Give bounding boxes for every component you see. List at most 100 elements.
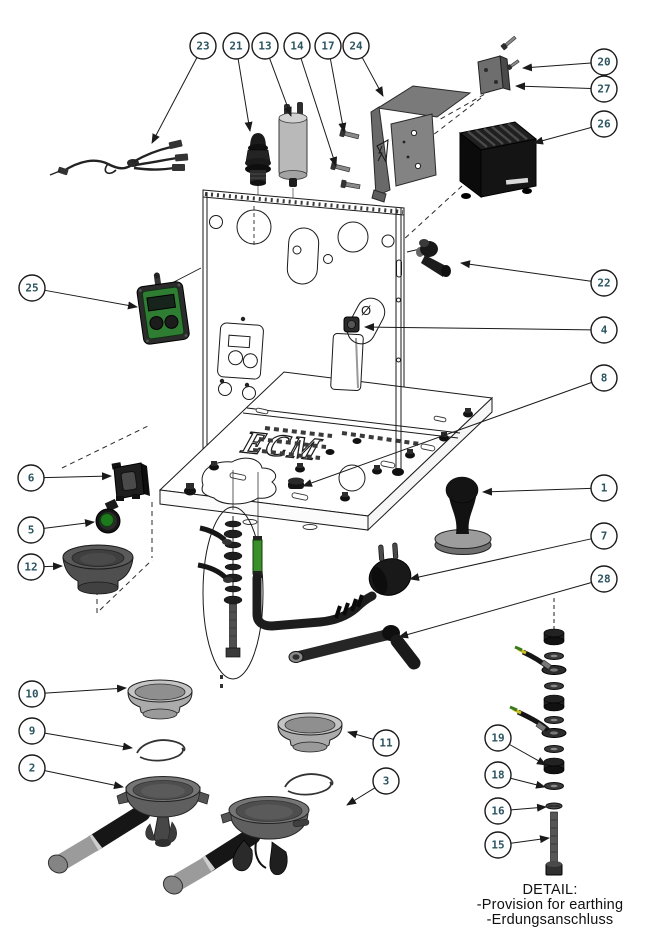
balloon-number-20: 20 [597, 56, 610, 69]
callout-19: 19 [484, 724, 547, 766]
cable-gland [245, 133, 271, 206]
earthing-detail-stack [509, 598, 567, 876]
balloon-number-7: 7 [601, 530, 608, 543]
balloon-circle-9 [18, 717, 46, 745]
power-cord [252, 536, 412, 631]
balloon-number-6: 6 [28, 472, 35, 485]
balloon-circle-7 [590, 522, 618, 550]
leader-line-17 [329, 58, 347, 133]
diameter-symbol: Ø [361, 303, 371, 318]
callout-10: 10 [18, 680, 127, 708]
leader-line-4 [364, 323, 592, 332]
balloon-number-15: 15 [491, 839, 504, 852]
balloon-number-19: 19 [491, 732, 504, 745]
base-grommet [288, 477, 304, 489]
balloon-circle-14 [283, 32, 311, 60]
cover-plate [330, 332, 364, 392]
leader-line-13 [269, 58, 292, 117]
power-switch [111, 462, 150, 501]
callout-3: 3 [346, 767, 400, 806]
callout-9: 9 [18, 717, 133, 751]
balloon-circle-11 [372, 729, 400, 757]
balloon-number-24: 24 [349, 40, 363, 53]
leader-line-9 [44, 732, 133, 751]
leader-line-26 [533, 126, 592, 145]
balloon-number-2: 2 [29, 762, 36, 775]
callout-21: 21 [222, 32, 253, 132]
callout-12: 12 [17, 553, 63, 581]
balloon-number-8: 8 [601, 372, 608, 385]
balloon-number-3: 3 [383, 775, 390, 788]
stack-washers [544, 652, 564, 810]
callout-6: 6 [17, 464, 112, 492]
leader-line-21 [237, 58, 253, 132]
leader-line-23 [151, 57, 198, 144]
blind-plug [343, 316, 360, 333]
stack-nuts [543, 628, 565, 775]
balloon-circle-12 [17, 553, 45, 581]
balloon-circle-28 [590, 565, 618, 593]
balloon-number-14: 14 [290, 40, 304, 53]
terminal-block [477, 35, 520, 95]
mounting-bracket [370, 85, 472, 203]
leader-line-6 [43, 472, 112, 481]
leader-line-22 [460, 260, 592, 282]
leader-line-3 [346, 787, 376, 806]
callout-14: 14 [283, 32, 338, 167]
callout-11: 11 [347, 729, 400, 757]
leader-line-18 [510, 777, 546, 789]
guide-lines-left [61, 424, 153, 614]
control-box [458, 121, 538, 199]
leader-line-15 [510, 835, 550, 844]
balloon-circle-17 [314, 32, 342, 60]
balloon-number-18: 18 [491, 769, 504, 782]
detail-note-line-1: -Provision for earthing [476, 897, 624, 914]
callout-18: 18 [484, 761, 546, 789]
callout-15: 15 [484, 831, 550, 859]
leader-line-20 [522, 62, 592, 72]
tamper [434, 476, 492, 555]
callout-1: 1 [482, 474, 618, 502]
balloon-circle-19 [484, 724, 512, 752]
leader-line-19 [509, 743, 547, 766]
callout-13: 13 [251, 32, 292, 117]
balloon-circle-6 [17, 464, 45, 492]
balloon-circle-20 [590, 48, 618, 76]
balloon-circle-21 [222, 32, 250, 60]
leader-line-16 [510, 803, 547, 812]
balloon-number-11: 11 [379, 737, 393, 750]
callout-22: 22 [460, 260, 618, 297]
vacuum-valve [406, 239, 451, 277]
balloon-circle-16 [484, 797, 512, 825]
leader-line-5 [43, 519, 95, 529]
filter-basket-2 [277, 712, 343, 753]
balloon-number-1: 1 [601, 482, 608, 495]
leader-line-14 [300, 58, 338, 167]
earth-bolt [545, 811, 563, 876]
callout-28: 28 [398, 565, 618, 639]
leader-line-2 [44, 770, 124, 790]
callout-20: 20 [522, 48, 618, 76]
balloon-number-5: 5 [28, 524, 35, 537]
leader-line-24 [361, 57, 384, 97]
balloon-number-4: 4 [601, 324, 608, 337]
capacitor [278, 102, 308, 207]
balloon-number-23: 23 [196, 40, 209, 53]
leader-line-27 [515, 82, 592, 91]
callout-25: 25 [18, 274, 138, 310]
drain-funnel [62, 544, 134, 595]
balloon-number-25: 25 [25, 282, 38, 295]
balloon-circle-27 [590, 75, 618, 103]
balloon-circle-25 [18, 274, 46, 302]
tray-fasteners [184, 408, 473, 502]
controller-unit [136, 272, 190, 345]
mounting-screws [330, 128, 361, 190]
balloon-number-10: 10 [25, 688, 38, 701]
balloon-circle-15 [484, 831, 512, 859]
balloon-number-28: 28 [597, 573, 610, 586]
wiring-harness [49, 139, 189, 176]
leader-line-10 [44, 684, 127, 694]
filter-basket [127, 679, 193, 720]
balloon-circle-5 [17, 516, 45, 544]
